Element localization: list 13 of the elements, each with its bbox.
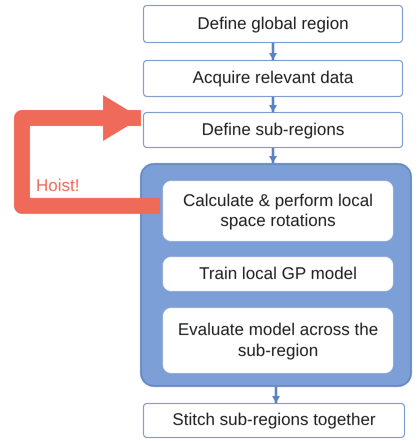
process-box: Define sub-regions <box>143 112 403 148</box>
arrow <box>269 43 277 60</box>
process-box: Stitch sub-regions together <box>143 403 405 438</box>
arrow <box>269 97 277 112</box>
process-box: Acquire relevant data <box>143 60 403 97</box>
process-box: Train local GP model <box>162 256 394 292</box>
process-box: Calculate & perform local space rotations <box>162 180 394 242</box>
group-panel <box>140 163 412 387</box>
loop-arrow <box>14 95 160 214</box>
arrow <box>272 387 280 403</box>
process-box: Define global region <box>143 5 403 43</box>
process-box: Evaluate model across the sub-region <box>162 307 394 374</box>
arrow <box>269 148 277 163</box>
